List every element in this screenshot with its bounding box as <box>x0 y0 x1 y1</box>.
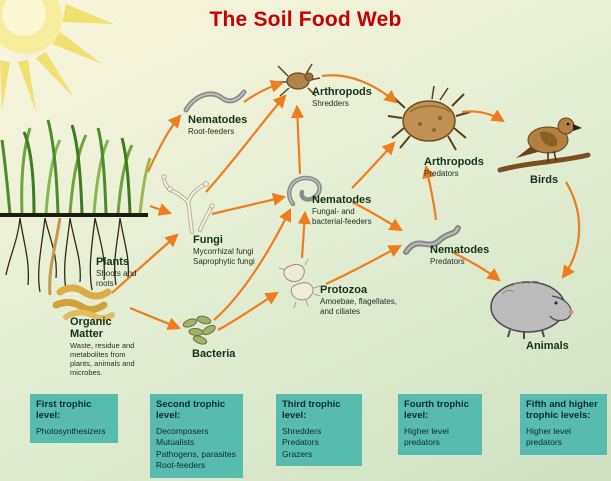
arrow-nematodes-predators-to-animals <box>451 251 501 282</box>
nematodes-predators-name: Nematodes <box>430 244 490 256</box>
plants-name: Plants <box>96 256 130 268</box>
trophic-box-fifth-title: Fifth and higher trophic levels: <box>526 399 598 422</box>
trophic-box-fourth-item: Higher level predators <box>404 425 449 448</box>
trophic-box-third-item: Predators <box>282 437 319 448</box>
nematodes-root-desc: Root-feeders <box>188 127 235 137</box>
arrow-plants-to-fungi <box>149 203 173 216</box>
arrow-nematodes-fb-to-arthropods-predators <box>351 141 396 189</box>
trophic-box-fifth-item: Higher level predators <box>526 425 571 448</box>
trophic-box-first-item: Photosynthesizers <box>36 425 106 436</box>
label-protozoa: Protozoa Amoebae, flagellates, and cilia… <box>320 284 406 316</box>
trophic-box-fourth: Fourth trophic level: Higher level preda… <box>398 394 482 455</box>
fungi-name: Fungi <box>193 234 223 246</box>
page-title: The Soil Food Web <box>209 8 402 31</box>
animal-mole-illustration <box>490 280 574 339</box>
label-organic-matter: Organic Matter Waste, residue and metabo… <box>70 316 142 377</box>
trophic-box-fifth: Fifth and higher trophic levels: Higher … <box>520 394 607 455</box>
nematodes-fb-desc: Fungal- and bacterial-feeders <box>312 207 372 226</box>
organic-matter-desc: Waste, residue and metabolites from plan… <box>70 341 135 378</box>
fungi-illustration <box>161 174 215 234</box>
arthropod-predator-illustration <box>387 85 471 151</box>
label-birds: Birds <box>530 174 580 186</box>
arrow-fungi-to-nematodes-fb <box>211 193 287 216</box>
plants-illustration <box>0 119 152 296</box>
label-nematodes-fb: Nematodes Fungal- and bacterial-feeders <box>312 194 376 226</box>
nematodes-predators-desc: Predators <box>430 257 465 267</box>
protozoa-desc: Amoebae, flagellates, and ciliates <box>320 297 397 316</box>
arrow-organic-matter-to-fungi <box>111 233 179 294</box>
arrow-protozoa-to-nematodes-fb <box>297 210 311 259</box>
trophic-box-second-item: Mutualists <box>156 437 195 448</box>
bacteria-name: Bacteria <box>192 348 236 360</box>
arrow-organic-matter-to-bacteria <box>129 306 182 331</box>
arrow-protozoa-to-nematodes-predators <box>325 244 402 285</box>
trophic-box-second: Second trophic level: Decomposers Mutual… <box>150 394 243 478</box>
arrow-bacteria-to-protozoa <box>217 291 279 331</box>
arrow-fungi-to-arthropods-shredders <box>205 94 287 193</box>
label-fungi: Fungi Mycorrhizal fungi Saprophytic fung… <box>193 234 265 266</box>
arrow-nematodes-fb-to-arthropods-shredders <box>290 104 305 175</box>
trophic-box-third-item: Grazers <box>282 448 313 459</box>
trophic-box-third: Third trophic level: Shredders Predators… <box>276 394 362 467</box>
nematodes-fb-name: Nematodes <box>312 194 372 206</box>
fungi-desc: Mycorrhizal fungi Saprophytic fungi <box>193 247 255 266</box>
food-web-arrows <box>111 74 581 331</box>
protozoa-name: Protozoa <box>320 284 368 296</box>
arrow-nematodes-predators-to-arthropods-predators <box>422 164 438 221</box>
organic-matter-illustration <box>52 284 115 321</box>
arrow-nematodes-root-to-arthropods-shredders <box>243 79 285 103</box>
label-nematodes-predators: Nematodes Predators <box>430 244 500 267</box>
arrow-plants-to-nematodes-root <box>146 114 182 173</box>
label-bacteria: Bacteria <box>192 348 252 360</box>
organic-matter-name: Organic Matter <box>70 316 112 341</box>
arthropods-predators-desc: Predators <box>424 169 459 179</box>
arrow-bacteria-to-nematodes-fb <box>213 208 291 321</box>
trophic-box-third-title: Third trophic level: <box>282 399 341 422</box>
trophic-box-second-title: Second trophic level: <box>156 399 226 422</box>
label-nematodes-root: Nematodes Root-feeders <box>188 114 258 137</box>
label-arthropods-predators: Arthropods Predators <box>424 156 494 179</box>
trophic-box-third-item: Shredders <box>282 425 322 436</box>
arrow-arthropods-predators-to-birds <box>461 109 505 123</box>
arrow-nematodes-fb-to-nematodes-predators <box>351 201 403 232</box>
trophic-box-fourth-title: Fourth trophic level: <box>404 399 469 422</box>
nematode-root-feeder-illustration <box>183 89 247 113</box>
bacteria-illustration <box>182 315 216 345</box>
animals-name: Animals <box>526 340 569 352</box>
arthropods-predators-name: Arthropods <box>424 156 484 168</box>
trophic-box-first: First trophic level: Photosynthesizers <box>30 394 118 444</box>
trophic-box-second-item: Root-feeders <box>156 460 206 471</box>
protozoa-illustration <box>278 258 321 309</box>
nematode-fungal-bacterial-illustration <box>287 175 322 207</box>
bird-illustration <box>497 117 591 173</box>
trophic-box-second-item: Pathogens, parasites <box>156 448 236 459</box>
trophic-box-second-item: Decomposers <box>156 425 209 436</box>
label-animals: Animals <box>526 340 586 352</box>
sun-icon <box>0 0 114 112</box>
trophic-box-first-title: First trophic level: <box>36 399 92 422</box>
arrow-arthropods-shredders-to-arthropods-predators <box>321 74 398 104</box>
arthropods-shredders-desc: Shredders <box>312 99 349 109</box>
label-plants: Plants Shoots and roots <box>96 256 154 288</box>
birds-name: Birds <box>530 174 559 186</box>
nematode-predator-illustration <box>403 225 461 255</box>
arrow-birds-to-animals <box>561 181 581 279</box>
arthropods-shredders-name: Arthropods <box>312 86 372 98</box>
nematodes-root-name: Nematodes <box>188 114 248 126</box>
label-arthropods-shredders: Arthropods Shredders <box>312 86 382 109</box>
plants-desc: Shoots and roots <box>96 269 137 288</box>
